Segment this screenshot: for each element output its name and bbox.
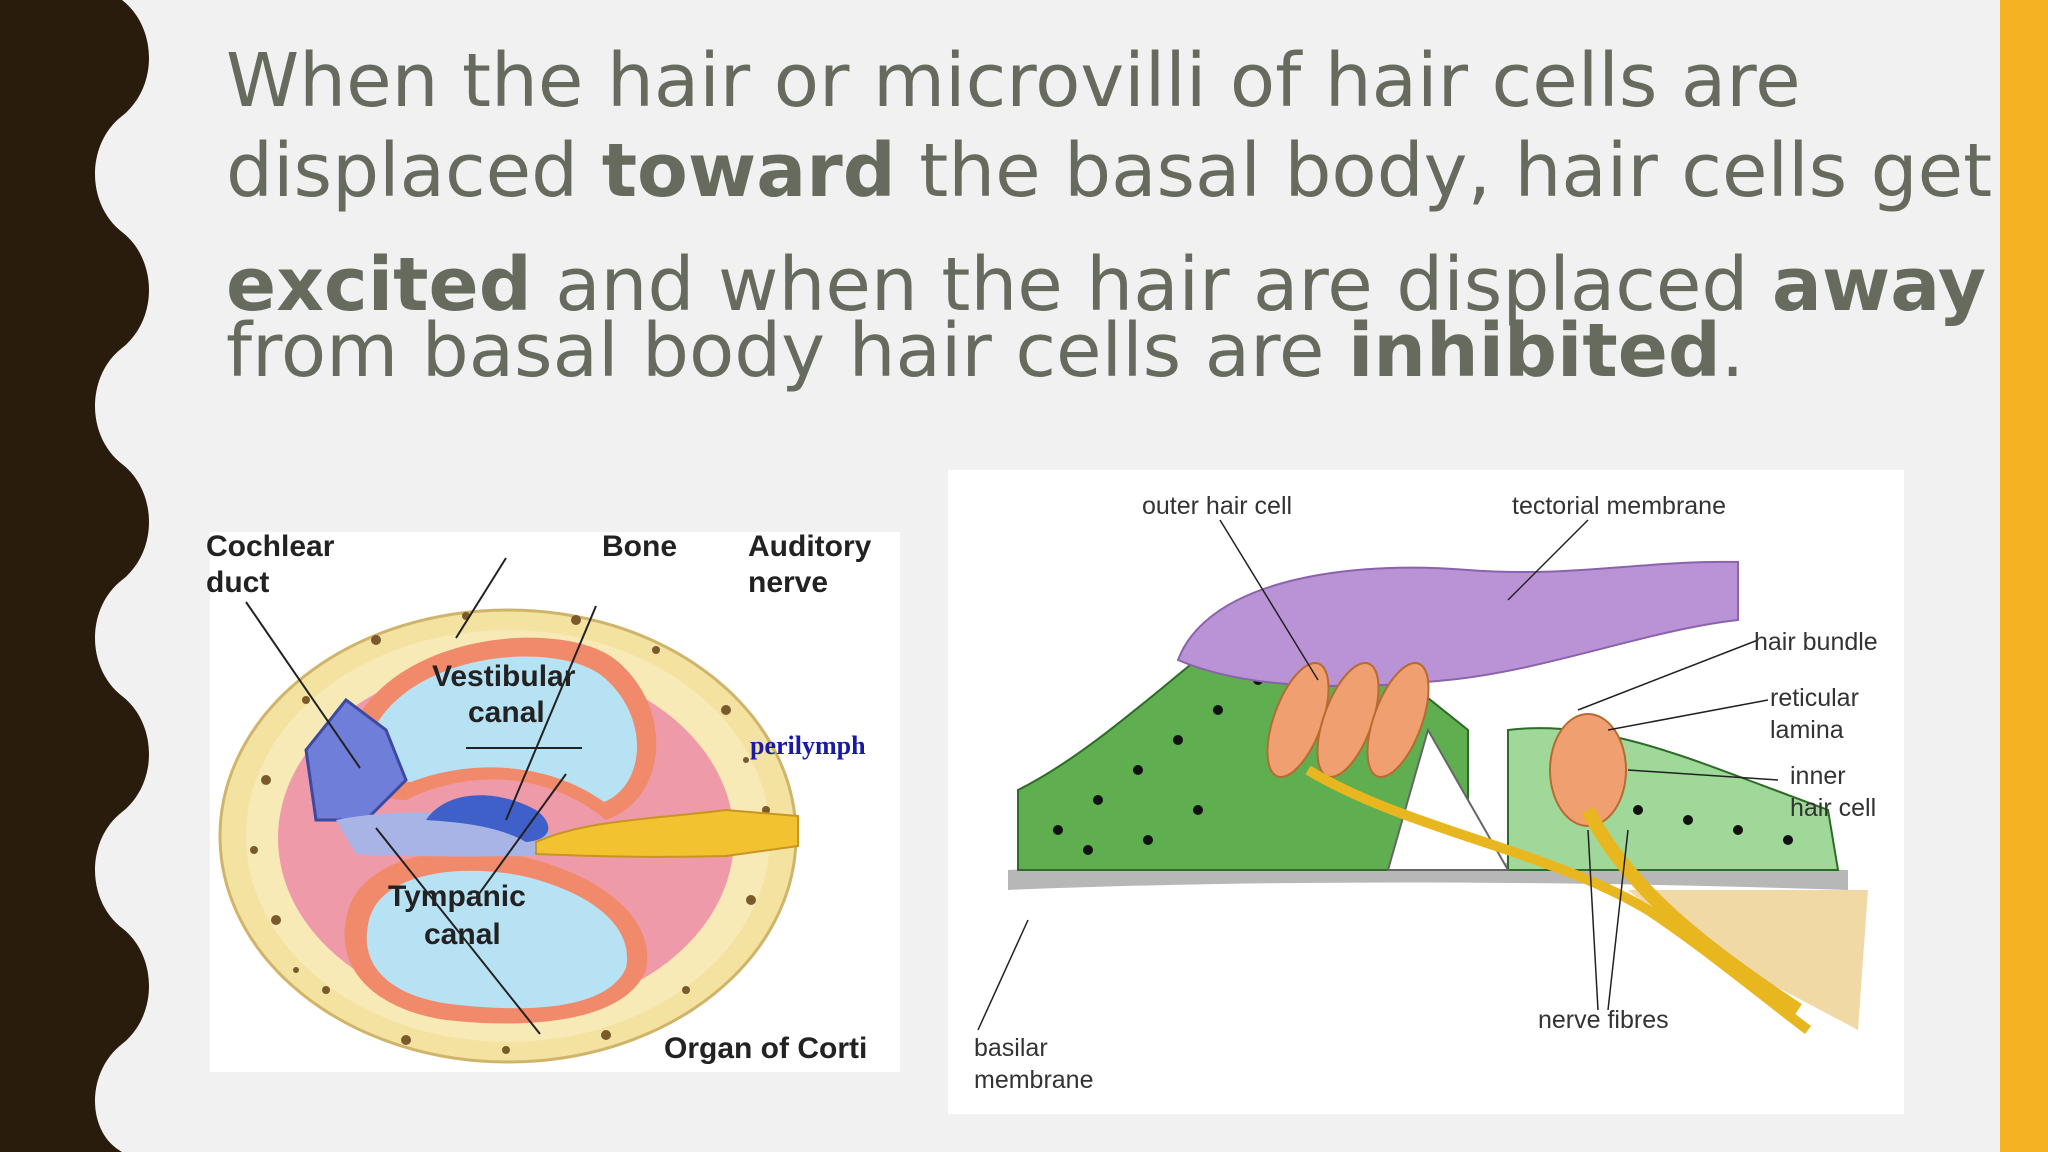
cochlea-cross-section-figure: Cochlear duct Bone Auditory nerve Vestib… bbox=[206, 530, 900, 1072]
text-run-bold: away bbox=[1771, 242, 1987, 328]
nerve-fibres-main bbox=[1581, 806, 1802, 1016]
text-run-bold: excited bbox=[226, 242, 532, 328]
text-line-4: from basal body hair cells are inhibited… bbox=[226, 308, 1744, 394]
label-organ-of-corti: Organ of Corti bbox=[664, 1032, 867, 1065]
text-run-bold: toward bbox=[601, 128, 896, 214]
leader-lines bbox=[245, 557, 597, 1035]
text-run: . bbox=[1720, 308, 1745, 394]
label-bone: Bone bbox=[602, 530, 677, 563]
text-run: the basal body, hair cells get bbox=[895, 128, 1993, 214]
label-tympanic-1: Tympanic bbox=[388, 880, 526, 913]
leader-lines bbox=[977, 519, 1779, 1031]
text-line-1: When the hair or microvilli of hair cell… bbox=[226, 38, 1801, 124]
outer-hair-cells bbox=[1266, 662, 1430, 778]
label-basilar-2: membrane bbox=[974, 1066, 1094, 1094]
text-run-bold: inhibited bbox=[1347, 308, 1721, 394]
vestibular-canal bbox=[370, 656, 638, 802]
label-vestibular-1: Vestibular bbox=[432, 660, 576, 693]
label-cochlear-duct-1: Cochlear bbox=[206, 530, 335, 563]
text-line-2: displaced toward the basal body, hair ce… bbox=[226, 128, 1992, 214]
bone-texture bbox=[250, 612, 770, 1054]
label-hair-bundle: hair bundle bbox=[1754, 628, 1878, 656]
label-reticular-2: lamina bbox=[1770, 716, 1844, 744]
cochlear-duct bbox=[304, 697, 408, 822]
label-tectorial-membrane: tectorial membrane bbox=[1512, 492, 1726, 520]
label-outer-hair-cell: outer hair cell bbox=[1142, 492, 1292, 520]
label-auditory-nerve-2: nerve bbox=[748, 566, 828, 599]
corti-labels: outer hair cell tectorial membrane hair … bbox=[974, 492, 1878, 1094]
label-auditory-nerve-1: Auditory bbox=[748, 530, 872, 563]
label-nerve-fibres: nerve fibres bbox=[1538, 1006, 1669, 1034]
tectorial-shape bbox=[426, 795, 549, 842]
label-reticular-1: reticular bbox=[1770, 684, 1859, 712]
text-run: from basal body hair cells are bbox=[226, 308, 1348, 394]
left-wavy-band bbox=[0, 0, 149, 1152]
text-run: and when the hair are displaced bbox=[531, 242, 1772, 328]
text-run: When the hair or microvilli of hair cell… bbox=[226, 38, 1801, 124]
cochlea-labels: Cochlear duct Bone Auditory nerve Vestib… bbox=[206, 530, 872, 1065]
inner-hair-cell bbox=[1549, 713, 1627, 827]
text-run: displaced bbox=[226, 128, 602, 214]
auditory-nerve-bundle bbox=[535, 808, 799, 858]
text-line-3: excited and when the hair are displaced … bbox=[226, 242, 1986, 328]
label-vestibular-2: canal bbox=[468, 696, 545, 729]
label-basilar-1: basilar bbox=[974, 1034, 1048, 1062]
label-inner-1: inner bbox=[1790, 762, 1846, 790]
label-tympanic-2: canal bbox=[424, 918, 501, 951]
right-accent-band bbox=[2000, 0, 2048, 1152]
tympanic-canal bbox=[366, 870, 628, 1009]
label-cochlear-duct-2: duct bbox=[206, 566, 269, 599]
organ-of-corti-figure: outer hair cell tectorial membrane hair … bbox=[948, 470, 1904, 1114]
label-perilymph: perilymph bbox=[750, 731, 866, 760]
label-inner-2: hair cell bbox=[1790, 794, 1876, 822]
